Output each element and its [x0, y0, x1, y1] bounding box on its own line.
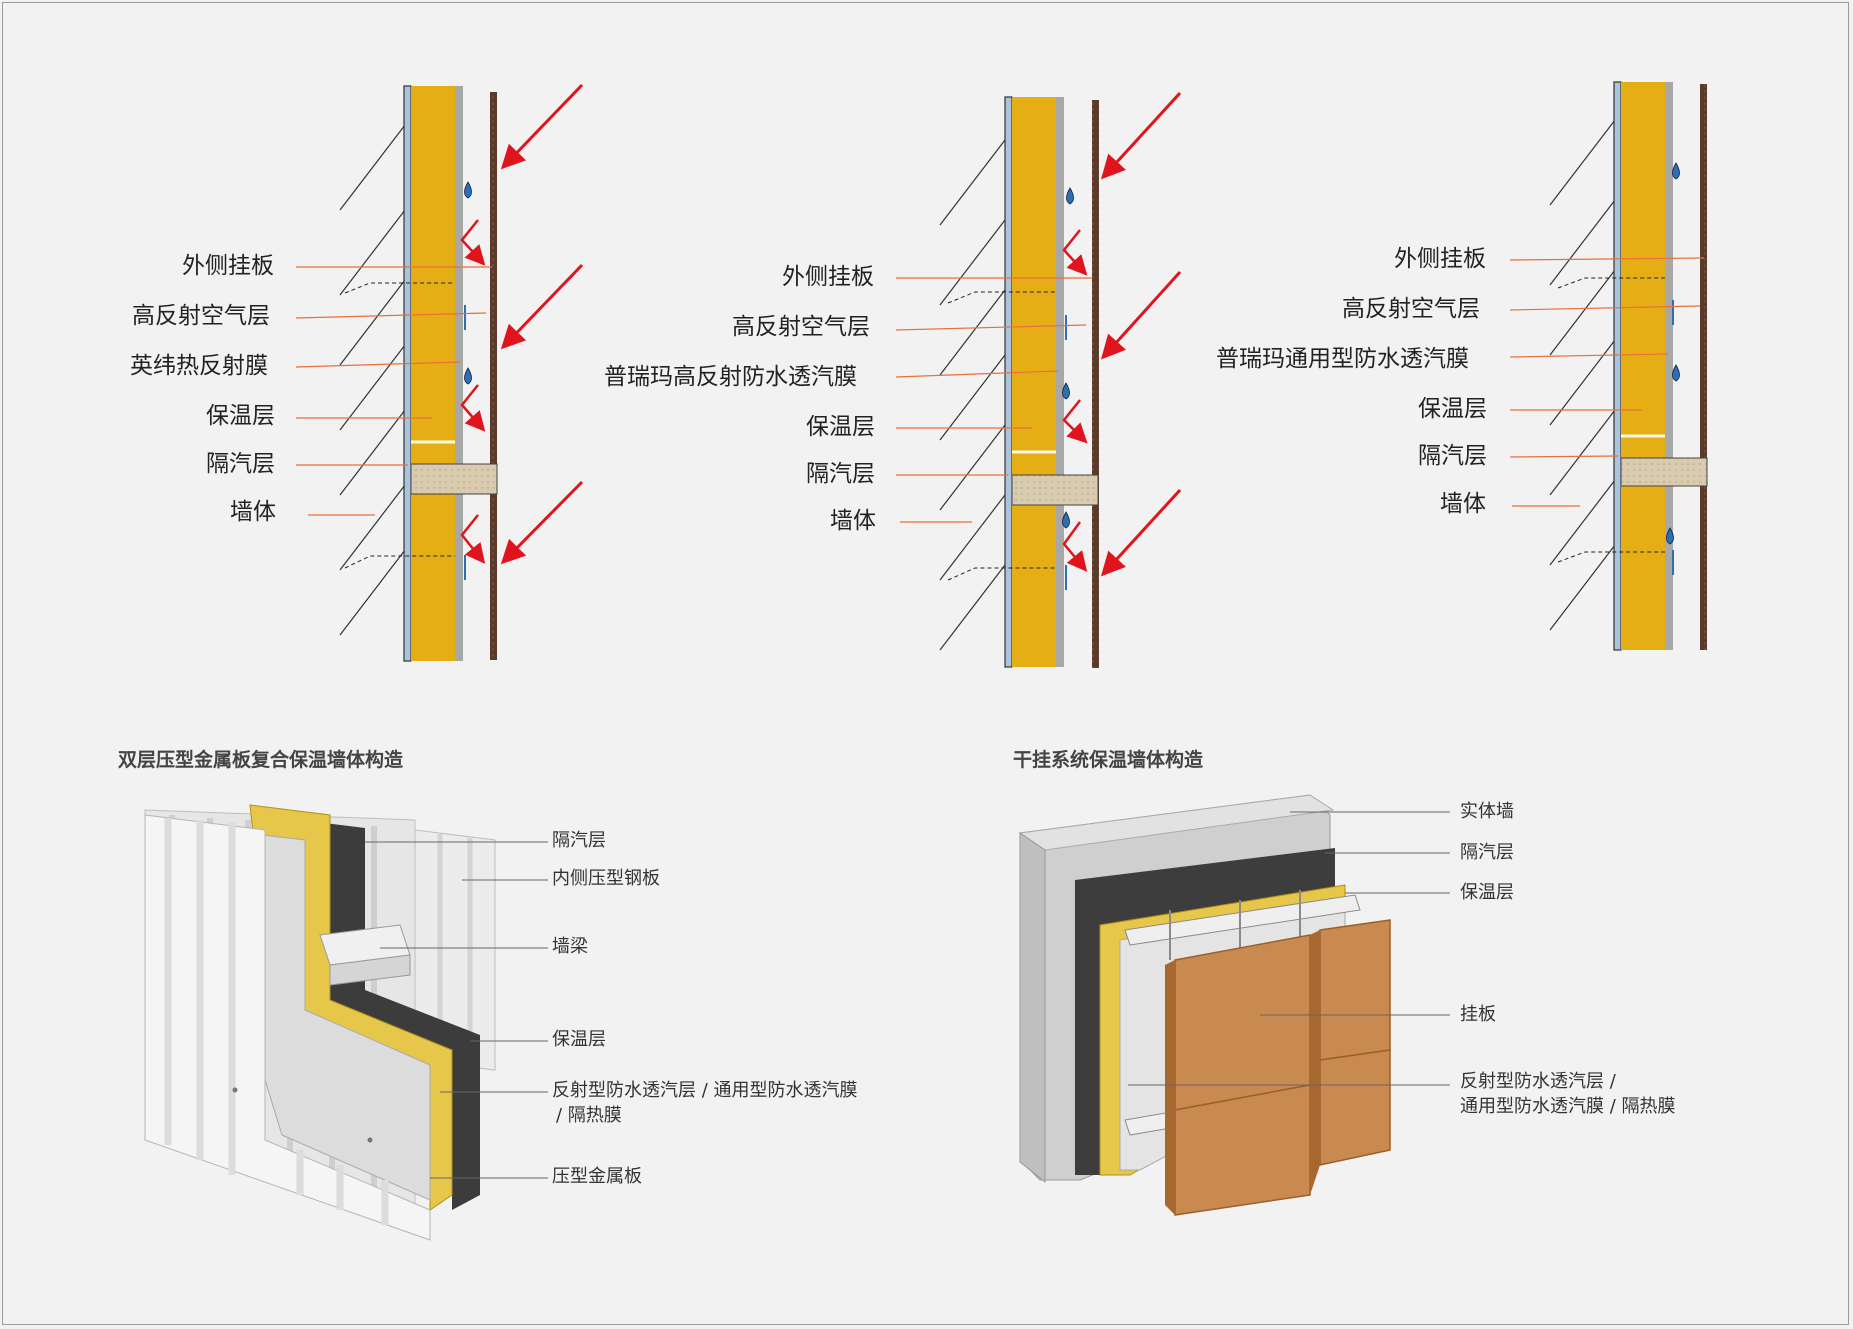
- label-br-cladding-panel: 挂板: [1460, 1004, 1496, 1025]
- wall-hatch: [339, 124, 406, 636]
- water-drop-icon: [464, 181, 472, 385]
- wall-board: [403, 85, 412, 662]
- label-vapor-barrier-2: 隔汽层: [806, 461, 875, 487]
- label-membrane-3: 普瑞玛通用型防水透汽膜: [1216, 346, 1469, 372]
- cladding-board: [490, 92, 497, 660]
- label-bl-wall-beam: 墙梁: [552, 936, 588, 957]
- vapor-barrier: [410, 463, 498, 495]
- label-br-insulation: 保温层: [1460, 882, 1514, 903]
- label-wall-body-1: 墙体: [230, 499, 276, 525]
- label-wall-body-2: 墙体: [830, 508, 876, 534]
- label-bl-insulation: 保温层: [552, 1029, 606, 1050]
- reflection-arrow-icon: [460, 219, 486, 564]
- label-reflective-air-layer-2: 高反射空气层: [732, 314, 870, 340]
- label-vapor-barrier-3: 隔汽层: [1418, 443, 1487, 469]
- label-reflective-film-1: 英纬热反射膜: [130, 353, 268, 379]
- dry-hang-wall-3d: [1018, 794, 1391, 1216]
- label-reflective-air-layer-1: 高反射空气层: [132, 303, 270, 329]
- section-3: [1509, 81, 1708, 651]
- label-bl-membrane-line1: 反射型防水透汽层 / 通用型防水透汽膜: [552, 1080, 858, 1101]
- insulation-layer: [411, 86, 455, 661]
- rain-arrow-icon: [500, 83, 584, 565]
- section-2: [895, 91, 1182, 668]
- label-bl-vapor-barrier: 隔汽层: [552, 830, 606, 851]
- label-br-membrane-line1: 反射型防水透汽层 /: [1460, 1071, 1616, 1092]
- label-membrane-2: 普瑞玛高反射防水透汽膜: [604, 364, 857, 390]
- label-insulation-2: 保温层: [806, 414, 875, 440]
- label-insulation-3: 保温层: [1418, 396, 1487, 422]
- label-exterior-cladding-1: 外侧挂板: [182, 253, 274, 279]
- label-exterior-cladding-3: 外侧挂板: [1394, 246, 1486, 272]
- label-wall-body-3: 墙体: [1440, 491, 1486, 517]
- caption-dry-hang-system: 干挂系统保温墙体构造: [1013, 749, 1204, 771]
- label-reflective-air-layer-3: 高反射空气层: [1342, 296, 1480, 322]
- label-br-solid-wall: 实体墙: [1460, 801, 1514, 822]
- caption-double-metal-panel: 双层压型金属板复合保温墙体构造: [118, 749, 404, 771]
- label-br-vapor-barrier: 隔汽层: [1460, 842, 1514, 863]
- label-br-membrane-line2: 通用型防水透汽膜 / 隔热膜: [1460, 1096, 1676, 1117]
- double-metal-panel-wall-3d: [144, 804, 496, 1241]
- membrane-layer: [455, 86, 463, 661]
- label-vapor-barrier-1: 隔汽层: [206, 451, 275, 477]
- label-bl-pressed-metal-panel: 压型金属板: [552, 1166, 642, 1187]
- section-1: [295, 83, 584, 662]
- label-insulation-1: 保温层: [206, 403, 275, 429]
- label-bl-inner-steel-panel: 内侧压型钢板: [552, 868, 660, 889]
- label-exterior-cladding-2: 外侧挂板: [782, 264, 874, 290]
- label-bl-membrane-line2: / 隔热膜: [556, 1105, 622, 1126]
